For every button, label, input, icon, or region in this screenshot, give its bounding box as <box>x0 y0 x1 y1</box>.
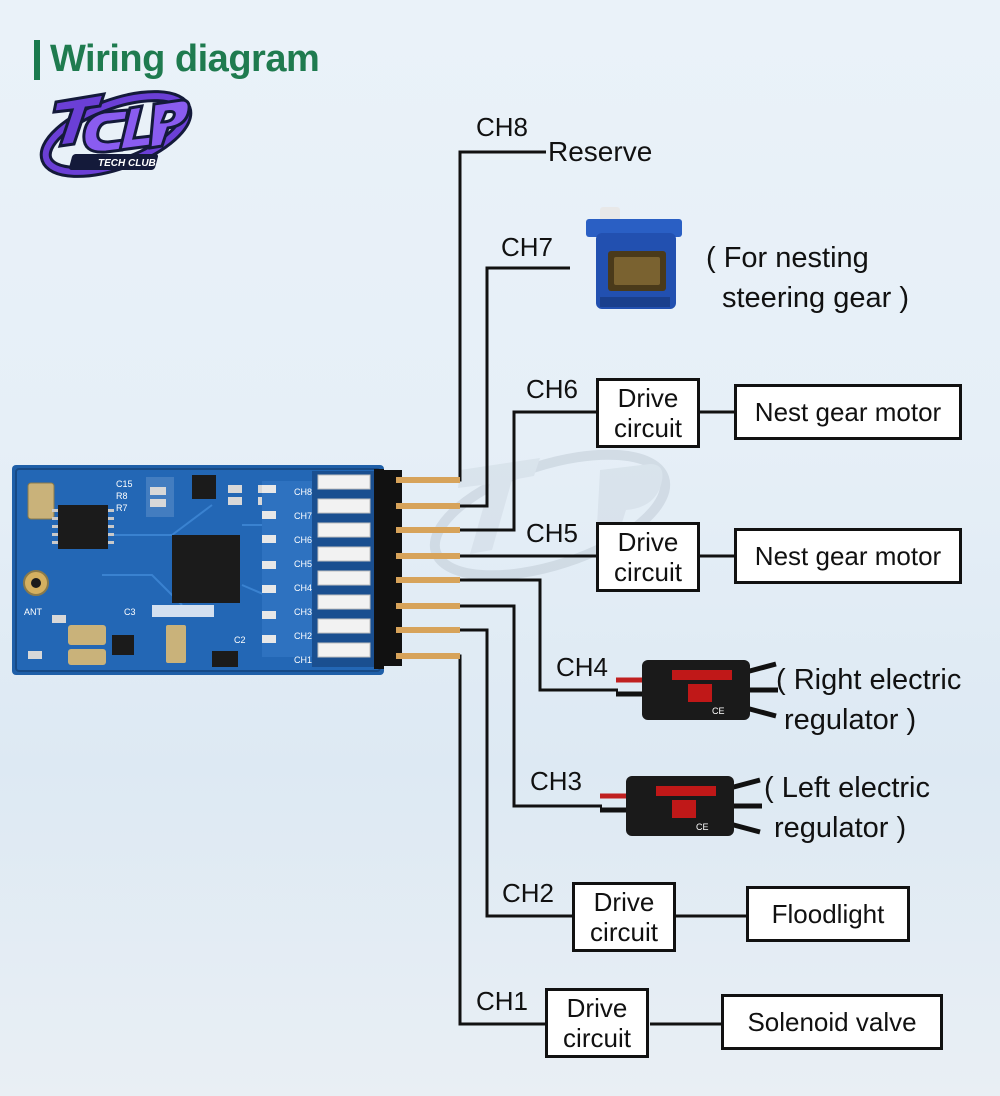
svg-text:C2: C2 <box>234 635 246 645</box>
ch3-note-line1: ( Left electric <box>764 772 930 804</box>
svg-text:CH2: CH2 <box>294 631 312 641</box>
svg-text:R8: R8 <box>116 491 128 501</box>
ch6-drive-circuit-box: Drive circuit <box>596 378 700 448</box>
ch4-note-line2: regulator ) <box>784 704 917 736</box>
svg-text:CH5: CH5 <box>294 559 312 569</box>
ch3-note-line2: regulator ) <box>774 812 907 844</box>
svg-text:CE: CE <box>696 822 709 832</box>
servo-motor-image <box>586 207 682 309</box>
page-title: Wiring diagram <box>50 38 320 80</box>
svg-text:CH8: CH8 <box>294 487 312 497</box>
ch6-nest-gear-motor-box: Nest gear motor <box>734 384 962 440</box>
svg-text:CH3: CH3 <box>294 607 312 617</box>
logo-tagline: TECH CLUB <box>98 158 156 169</box>
ch5-nest-gear-motor-box: Nest gear motor <box>734 528 962 584</box>
ch1-solenoid-valve-box: Solenoid valve <box>721 994 943 1050</box>
ch4-label: CH4 <box>556 652 609 682</box>
ch2-floodlight-box: Floodlight <box>746 886 910 942</box>
ch4-note-line1: ( Right electric <box>776 664 962 696</box>
svg-text:CH7: CH7 <box>294 511 312 521</box>
left-esc-image: CE <box>600 776 762 836</box>
tech-club-logo <box>39 90 193 178</box>
ch2-drive-circuit-box: Drive circuit <box>572 882 676 952</box>
svg-text:CE: CE <box>712 706 725 716</box>
ch1-label: CH1 <box>476 986 529 1016</box>
svg-text:C15: C15 <box>116 479 133 489</box>
ch7-label: CH7 <box>501 232 554 262</box>
ch2-label: CH2 <box>502 878 555 908</box>
svg-text:C3: C3 <box>124 607 136 617</box>
svg-text:CH4: CH4 <box>294 583 312 593</box>
right-esc-image: CE <box>616 660 778 720</box>
ch1-drive-circuit-box: Drive circuit <box>545 988 649 1058</box>
svg-text:CH6: CH6 <box>294 535 312 545</box>
ch8-label: CH8 <box>476 112 529 142</box>
ch6-label: CH6 <box>526 374 579 404</box>
ch7-note-line1: ( For nesting <box>706 242 869 274</box>
title-accent-bar <box>34 40 40 80</box>
ch5-drive-circuit-box: Drive circuit <box>596 522 700 592</box>
svg-text:R7: R7 <box>116 503 128 513</box>
svg-text:CH1: CH1 <box>294 655 312 665</box>
ch8-target-reserve: Reserve <box>548 136 653 167</box>
svg-text:ANT: ANT <box>24 607 43 617</box>
wire-ch4 <box>400 578 618 692</box>
ch3-label: CH3 <box>530 766 583 796</box>
ch5-label: CH5 <box>526 518 579 548</box>
ch7-note-line2: steering gear ) <box>722 282 909 314</box>
